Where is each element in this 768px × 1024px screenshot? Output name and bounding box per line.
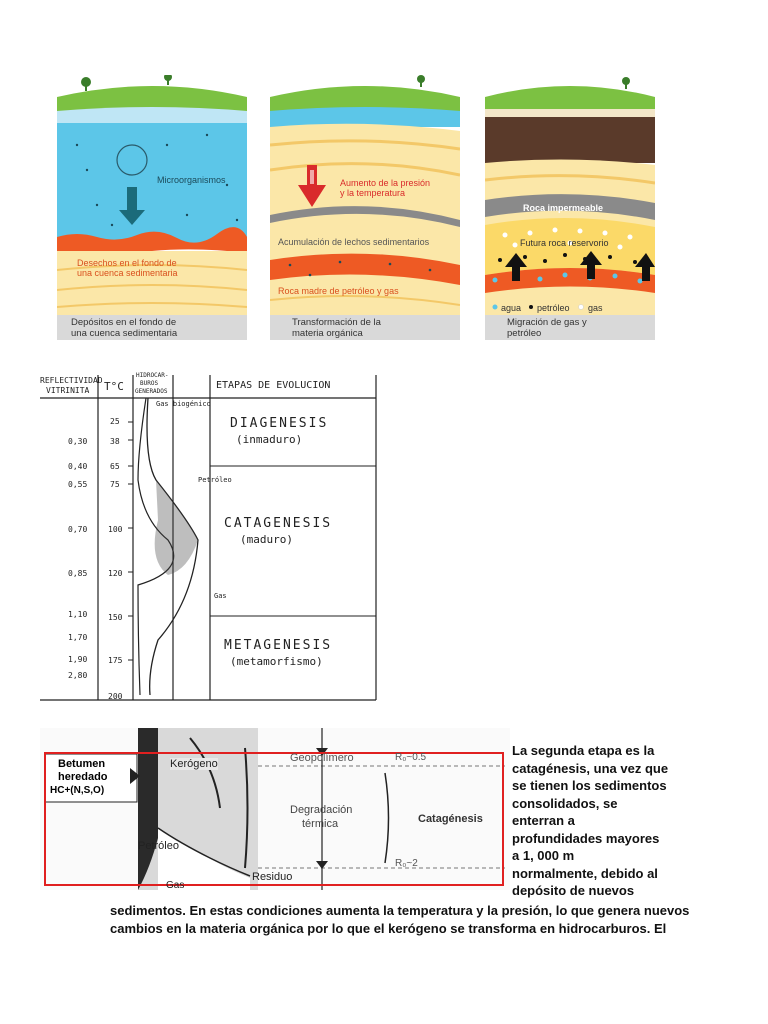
text-line: normalmente, debido al [512, 865, 658, 881]
panel-migration-illustration [485, 77, 655, 315]
label-petroleo-diagram: Petróleo [138, 840, 179, 852]
stage-diagenesis: DIAGENESIS [230, 416, 329, 431]
text-line: La segunda etapa es la [512, 743, 655, 758]
label-desechos-2: una cuenca sedimentaria [77, 268, 178, 278]
text-line: profundidades mayores [512, 830, 660, 846]
col3-header-1: HIDROCAR- [136, 372, 169, 379]
temp-value: 120 [108, 569, 123, 578]
legend-petroleo: petróleo [537, 303, 570, 313]
label-degradacion-2: térmica [302, 818, 339, 830]
label-ro-2: R₀~2 [395, 858, 418, 869]
refl-value: 0,70 [68, 525, 88, 534]
label-roca-impermeable: Roca impermeable [523, 203, 604, 213]
label-kerogeno: Kerógeno [170, 758, 218, 770]
text-line: cambios en la materia orgánica por lo qu… [110, 920, 667, 936]
panel-migration: Roca impermeable Futura roca reservorio … [485, 75, 655, 340]
label-residuo: Residuo [252, 871, 293, 883]
temp-value: 25 [110, 417, 120, 426]
col3-header-2: BUROS [140, 380, 159, 387]
label-petroleo: Petróleo [198, 476, 232, 484]
label-gas-cut: Gas [166, 880, 185, 890]
label-betumen-2: heredado [58, 771, 108, 783]
body-text-full: sedimentos. En estas condiciones aumenta… [110, 902, 730, 937]
temp-value: 175 [108, 656, 123, 665]
label-aumento-1: Aumento de la presión [340, 178, 431, 188]
col1-header-2: VITRINITA [46, 386, 90, 395]
refl-value: 0,55 [68, 480, 88, 489]
col1-header-1: REFLECTIVIDAD [40, 376, 103, 385]
label-acumulacion: Acumulación de lechos sedimentarios [278, 237, 430, 247]
col4-header: ETAPAS DE EVOLUCION [216, 380, 331, 391]
text-line: consolidados, se [512, 795, 618, 811]
temp-value: 150 [108, 613, 123, 622]
refl-value: 0,30 [68, 437, 88, 446]
legend-gas: gas [588, 303, 603, 313]
panel-transformation: Aumento de la presión y la temperatura A… [270, 75, 460, 340]
label-degradacion-1: Degradación [290, 804, 353, 816]
caption-transformation: Transformación de la materia orgánica [270, 315, 460, 340]
text-line: a 1, 000 m [512, 848, 575, 863]
label-gas: Gas [214, 592, 227, 600]
stage-catagenesis: CATAGENESIS [224, 516, 333, 531]
text-line: catagénesis, una vez que [512, 760, 669, 776]
text-line: sedimentos. En estas condiciones aumenta… [110, 903, 690, 918]
refl-value: 2,80 [68, 671, 88, 680]
text-line: se tienen los sedimentos [512, 778, 667, 793]
temp-value: 200 [108, 692, 123, 701]
label-futura-roca: Futura roca reservorio [520, 238, 609, 248]
legend-agua: agua [501, 303, 522, 313]
body-text-column: La segunda etapa es la catagénesis, una … [512, 742, 682, 900]
evolution-table: REFLECTIVIDAD VITRINITA T°C HIDROCAR- BU… [38, 370, 378, 705]
label-geopolimero: Geopolímero [290, 752, 354, 764]
panel-transformation-illustration [270, 75, 460, 315]
kerogen-diagram-lines [40, 728, 510, 890]
text-line: depósito de nuevos [512, 883, 635, 898]
label-betumen-1: Betumen [58, 758, 106, 770]
refl-value: 0,85 [68, 569, 88, 578]
refl-value: 1,70 [68, 633, 88, 642]
evolution-table-lines [40, 375, 377, 701]
temp-value: 65 [110, 462, 120, 471]
panel-deposits: Microorganismos Desechos en el fondo de … [57, 75, 247, 340]
caption-migration: Migración de gas y petróleo [485, 315, 655, 340]
stage-catagenesis-sub: (maduro) [240, 533, 293, 546]
temp-value: 75 [110, 480, 120, 489]
refl-value: 1,90 [68, 655, 88, 664]
label-roca-madre: Roca madre de petróleo y gas [278, 286, 399, 296]
col2-header: T°C [104, 380, 124, 393]
kerogen-diagram: Betumen heredado HC+(N,S,O) Kerógeno Geo… [40, 728, 510, 890]
label-desechos-1: Desechos en el fondo de [77, 258, 177, 268]
stage-diagenesis-sub: (inmaduro) [236, 433, 303, 446]
panel-deposits-illustration [57, 75, 247, 315]
refl-value: 0,40 [68, 462, 88, 471]
stage-metagenesis: METAGENESIS [224, 638, 333, 653]
stage-metagenesis-sub: (metamorfismo) [230, 655, 323, 668]
label-hc: HC+(N,S,O) [50, 785, 105, 796]
caption-deposits: Depósitos en el fondo de una cuenca sedi… [57, 315, 247, 340]
temp-value: 100 [108, 525, 123, 534]
refl-value: 1,10 [68, 610, 88, 619]
label-aumento-2: y la temperatura [340, 188, 406, 198]
label-ro-05: R₀~0.5 [395, 752, 427, 763]
label-catagenesis: Catagénesis [418, 813, 483, 825]
text-line: enterran a [512, 813, 575, 828]
label-gas-biogenico: Gas biogénico [156, 400, 211, 408]
col3-header-3: GENERADOS [135, 388, 168, 395]
label-microorganismos: Microorganismos [157, 175, 226, 185]
temp-value: 38 [110, 437, 120, 446]
